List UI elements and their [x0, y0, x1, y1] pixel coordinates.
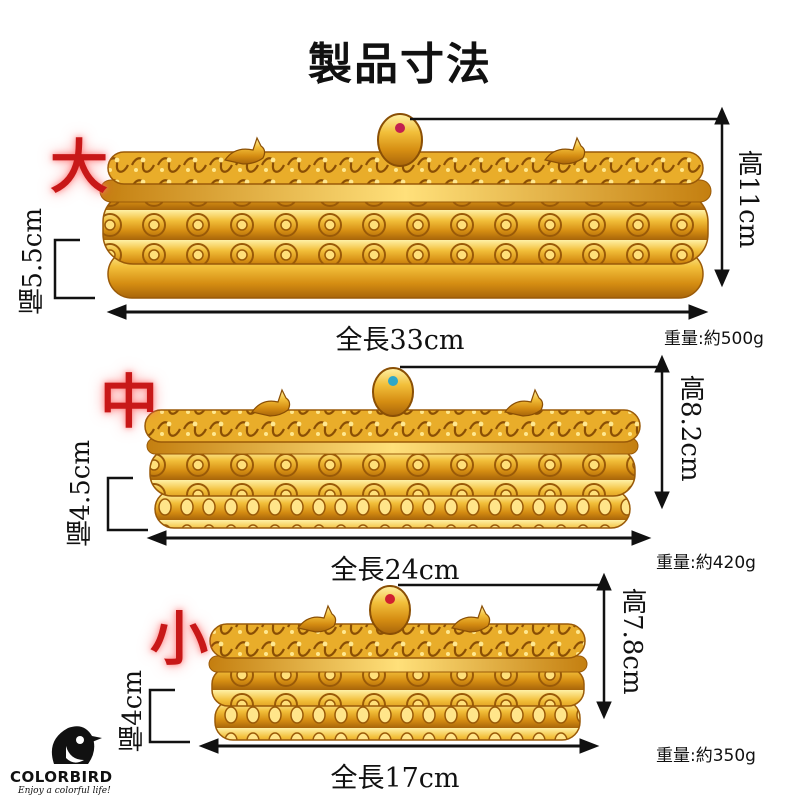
- length-label-large: 全長33cm: [335, 325, 465, 356]
- size-mark-small: 小: [150, 605, 209, 673]
- censer-medium: [144, 367, 641, 529]
- brand-tagline: Enjoy a colorful life!: [18, 786, 111, 796]
- width-label-large: 幅5.5cm: [18, 208, 48, 315]
- length-label-medium: 全長24cm: [330, 555, 460, 586]
- height-label-medium: 高8.2cm: [675, 375, 705, 482]
- width-label-small: 幅4cm: [118, 670, 148, 752]
- length-label-small: 全長17cm: [330, 763, 460, 794]
- size-mark-large: 大: [50, 133, 109, 201]
- brand-name: COLORBIRD: [10, 768, 113, 786]
- weight-label-large: 重量:約500g: [664, 329, 764, 349]
- censer-large: [99, 113, 712, 299]
- height-label-small: 高7.8cm: [617, 588, 647, 695]
- height-label-large: 高11cm: [733, 150, 763, 249]
- bird-logo-icon: [51, 726, 102, 764]
- weight-label-medium: 重量:約420g: [656, 553, 756, 573]
- dimension-lines: [53, 106, 730, 754]
- size-mark-medium: 中: [100, 368, 159, 436]
- page-title: 製品寸法: [308, 39, 492, 90]
- width-label-medium: 幅4.5cm: [66, 440, 96, 547]
- weight-label-small: 重量:約350g: [656, 746, 756, 766]
- censer-small: [208, 585, 588, 741]
